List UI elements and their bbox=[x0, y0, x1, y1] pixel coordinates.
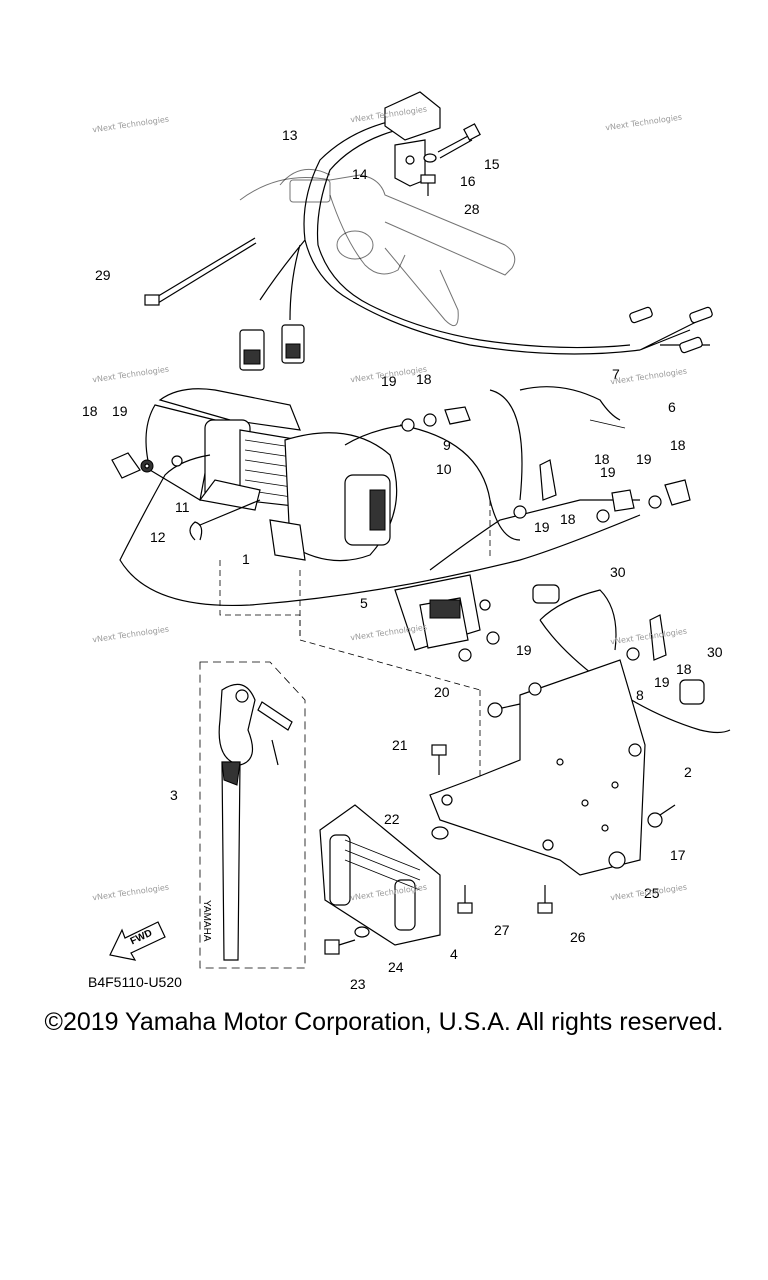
switch-bracket bbox=[384, 91, 441, 187]
part-label-25: 25 bbox=[644, 885, 660, 901]
part-label-3: 3 bbox=[170, 787, 178, 803]
part-label-19: 19 bbox=[534, 519, 550, 535]
winch-assembly bbox=[145, 388, 398, 562]
hook-strap-kit bbox=[199, 661, 306, 969]
diagram-code: B4F5110-U520 bbox=[88, 974, 182, 990]
winch-cables bbox=[119, 386, 731, 840]
diagram-drawing bbox=[109, 91, 731, 969]
part-label-21: 21 bbox=[392, 737, 408, 753]
part-label-7: 7 bbox=[612, 366, 620, 382]
connectors-30 bbox=[532, 584, 705, 705]
fwd-arrow-icon bbox=[109, 921, 166, 961]
part-label-13: 13 bbox=[282, 127, 298, 143]
part-label-11: 11 bbox=[175, 499, 190, 515]
part-label-19: 19 bbox=[381, 373, 397, 389]
part-label-28: 28 bbox=[464, 201, 480, 217]
part-label-10: 10 bbox=[436, 461, 452, 477]
part-label-19: 19 bbox=[636, 451, 652, 467]
part-label-18: 18 bbox=[82, 403, 98, 419]
part-label-18: 18 bbox=[560, 511, 576, 527]
part-label-24: 24 bbox=[388, 959, 404, 975]
part-label-19: 19 bbox=[516, 642, 532, 658]
part-label-18: 18 bbox=[676, 661, 692, 677]
part-label-26: 26 bbox=[570, 929, 586, 945]
handlebar-outline bbox=[239, 168, 516, 327]
winch-contactor bbox=[394, 574, 491, 662]
part-label-15: 15 bbox=[484, 156, 500, 172]
part-label-19: 19 bbox=[112, 403, 128, 419]
part-label-9: 9 bbox=[443, 437, 451, 453]
part-label-17: 17 bbox=[670, 847, 686, 863]
part-label-2: 2 bbox=[684, 764, 692, 780]
part-label-23: 23 bbox=[350, 976, 366, 992]
part-label-29: 29 bbox=[95, 267, 111, 283]
part-label-18: 18 bbox=[594, 451, 610, 467]
bolts-upper bbox=[420, 123, 481, 196]
roller-fairlead bbox=[319, 804, 441, 955]
part-label-19: 19 bbox=[654, 674, 670, 690]
part-label-19: 19 bbox=[600, 464, 616, 480]
part-label-18: 18 bbox=[416, 371, 432, 387]
part-label-12: 12 bbox=[150, 529, 166, 545]
part-label-6: 6 bbox=[668, 399, 676, 415]
part-label-16: 16 bbox=[460, 173, 476, 189]
strap-text: YAMAHA bbox=[201, 900, 212, 942]
copyright-notice: ©2019 Yamaha Motor Corporation, U.S.A. A… bbox=[44, 1008, 724, 1036]
switch-cable bbox=[239, 114, 713, 371]
part-label-14: 14 bbox=[352, 166, 368, 182]
part-label-30: 30 bbox=[610, 564, 626, 580]
part-label-4: 4 bbox=[450, 946, 458, 962]
part-label-20: 20 bbox=[434, 684, 450, 700]
part-label-22: 22 bbox=[384, 811, 400, 827]
part-label-27: 27 bbox=[494, 922, 510, 938]
mount-plate bbox=[429, 659, 646, 876]
bolts-lower bbox=[431, 702, 676, 914]
part-label-5: 5 bbox=[360, 595, 368, 611]
part-label-30: 30 bbox=[707, 644, 723, 660]
part-label-18: 18 bbox=[670, 437, 686, 453]
terminal-boots bbox=[111, 406, 691, 661]
part-label-1: 1 bbox=[242, 551, 250, 567]
part-label-8: 8 bbox=[636, 687, 644, 703]
cable-tie bbox=[144, 237, 257, 306]
